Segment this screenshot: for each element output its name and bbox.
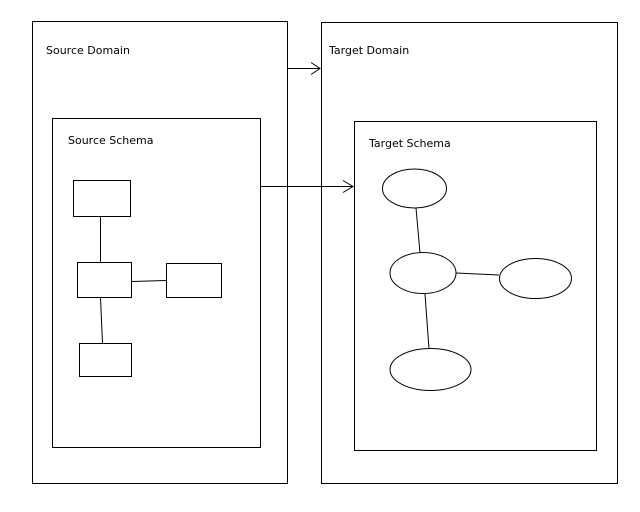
target-domain-label: Target Domain xyxy=(328,44,409,57)
target-node-bottom xyxy=(389,348,472,391)
source-node-center xyxy=(77,262,132,298)
target-domain-box xyxy=(321,22,618,484)
target-node-top xyxy=(382,168,447,209)
source-schema-box xyxy=(52,118,261,448)
target-edge-center-right xyxy=(455,272,500,276)
source-schema-label: Source Schema xyxy=(68,134,154,147)
source-edge-center-bottom xyxy=(100,297,103,344)
source-node-right xyxy=(166,263,222,298)
source-node-top xyxy=(73,180,131,217)
source-edge-center-right xyxy=(131,280,167,282)
target-node-right xyxy=(499,258,572,299)
target-schema-box xyxy=(354,121,597,451)
source-node-bottom xyxy=(79,343,132,377)
source-domain-label: Source Domain xyxy=(46,44,130,57)
target-schema-label: Target Schema xyxy=(368,137,451,150)
target-node-center xyxy=(389,252,457,294)
domain-mapping-arrowhead xyxy=(310,62,321,75)
target-edge-top-center xyxy=(415,207,421,254)
target-edge-center-bottom xyxy=(424,293,430,350)
schema-mapping-arrowhead xyxy=(342,180,354,193)
source-domain-box xyxy=(32,21,288,484)
